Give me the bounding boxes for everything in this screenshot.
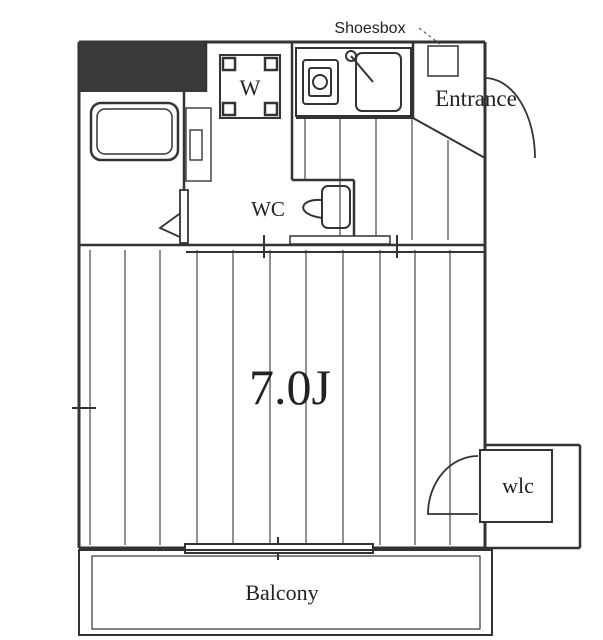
toilet-icon [302, 185, 351, 229]
sink-icon [345, 50, 402, 112]
wlc-area [485, 443, 582, 550]
washer-icon [219, 54, 281, 119]
dark-block [79, 42, 206, 92]
wlc-door-swing-icon [427, 455, 479, 515]
bathroom-door-icon [158, 210, 183, 240]
outer-walls [77, 40, 487, 550]
shoesbox-pointer [418, 27, 441, 45]
entrance-label: Entrance [435, 86, 517, 111]
interior-walls [79, 42, 485, 247]
balcony-label: Balcony [245, 580, 318, 605]
balcony-area [78, 549, 493, 636]
wlc-label: wlc [502, 473, 534, 498]
washer-label: W [240, 75, 261, 100]
main-room-floor [89, 250, 451, 545]
kitchen-counter [295, 47, 413, 119]
balcony-window [184, 543, 374, 554]
stove-icon [302, 59, 339, 105]
shoesbox-icon [427, 45, 459, 77]
entrance-area [412, 45, 536, 159]
wlc-interior [479, 449, 553, 523]
door-swing-icon [484, 77, 536, 159]
wc-label: WC [251, 197, 285, 221]
room-size-label: 7.0J [249, 359, 331, 415]
bathtub-icon [89, 101, 180, 162]
wc-threshold [289, 235, 391, 245]
kitchen-floor [304, 118, 449, 240]
shoesbox-label: Shoesbox [334, 20, 405, 37]
vanity [185, 107, 212, 182]
